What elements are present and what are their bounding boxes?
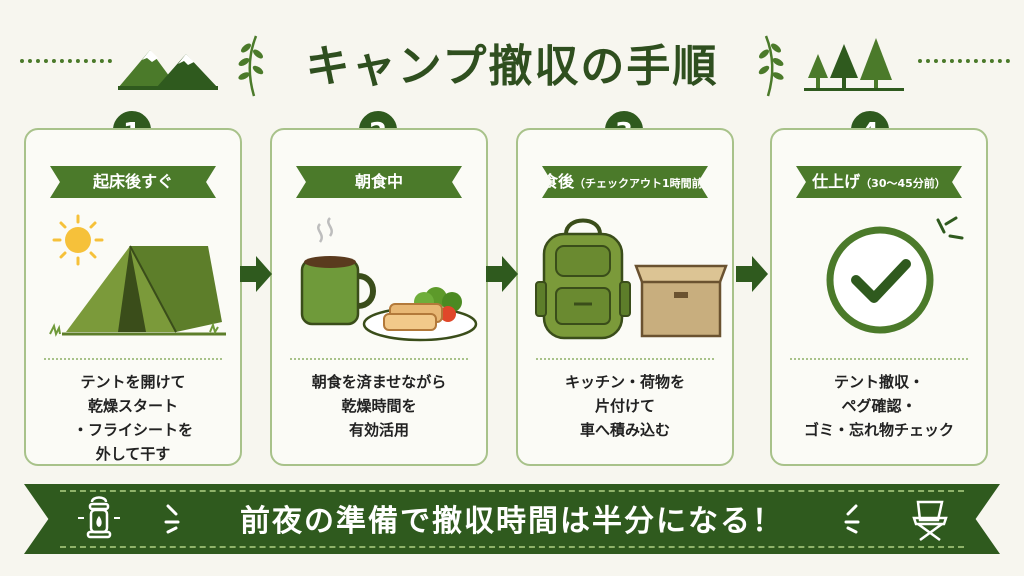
step-card-2: 朝食中 朝食を済ませながら 乾燥時間を 有効活用	[270, 128, 488, 466]
packing-scene	[535, 218, 728, 340]
banner-message: 前夜の準備で撤収時間は半分になる！	[240, 504, 784, 539]
step-description: テントを開けて 乾燥スタート ・フライシートを 外して干す	[32, 370, 234, 466]
description-line: 車へ積み込む	[579, 421, 670, 439]
sparkle-left-icon	[164, 504, 180, 534]
leaf-icon	[238, 35, 264, 97]
lantern-icon	[78, 496, 120, 539]
banner-stitch	[60, 490, 964, 548]
tent-scene	[49, 214, 226, 337]
step-description: キッチン・荷物を 片付けて 車へ積み込む	[524, 370, 726, 442]
card-divider	[290, 358, 468, 360]
card-divider	[790, 358, 968, 360]
tree-icon	[804, 38, 904, 91]
bottom-banner: 前夜の準備で撤収時間は半分になる！	[24, 484, 1000, 554]
description-line: 片付けて	[594, 397, 655, 415]
description-line: 外して干す	[95, 445, 171, 463]
description-line: ・フライシートを	[72, 421, 193, 439]
step-label-text: 食後	[542, 172, 575, 191]
description-line: キッチン・荷物を	[564, 373, 685, 391]
step-label-text: 朝食中	[354, 172, 403, 191]
coffee-mug-icon	[300, 217, 376, 326]
description-line: ゴミ・忘れ物チェック	[803, 421, 954, 439]
sparkle-right-icon	[844, 504, 860, 534]
sun-icon	[52, 214, 104, 266]
arrow-right-icon	[486, 256, 518, 292]
leaf-icon	[758, 35, 784, 97]
box-icon	[634, 264, 728, 338]
mountain-icon	[118, 50, 218, 90]
tent-icon	[49, 245, 226, 337]
step-label-note: （30〜45分前）	[860, 177, 946, 190]
description-line: 朝食を済ませながら	[311, 373, 447, 391]
step-card-3: 食後（チェックアウト1時間前） キッチン・荷物を 片付けて 車へ積み込む	[516, 128, 734, 466]
arrow-right-icon	[240, 256, 272, 292]
step-label-note: （チェックアウト1時間前）	[574, 177, 714, 190]
card-divider	[536, 358, 714, 360]
step-description: テント撤収・ ペグ確認・ ゴミ・忘れ物チェック	[778, 370, 980, 442]
description-line: 有効活用	[348, 421, 409, 439]
step-label-text: 起床後すぐ	[92, 172, 173, 191]
description-line: テントを開けて	[80, 373, 186, 391]
card-divider	[44, 358, 222, 360]
step-label: 起床後すぐ	[50, 166, 216, 198]
dotted-line-right	[918, 59, 1010, 63]
step-label-text: 仕上げ	[812, 172, 861, 191]
check-circle-icon	[826, 216, 964, 334]
arrow-right-icon	[736, 256, 768, 292]
description-line: 乾燥スタート	[87, 397, 178, 415]
step-label: 仕上げ（30〜45分前）	[796, 166, 962, 198]
check-scene	[826, 216, 964, 334]
step-label: 食後（チェックアウト1時間前）	[542, 166, 708, 198]
title-row: キャンプ撤収の手順	[0, 22, 1024, 102]
description-line: テント撤収・	[833, 373, 924, 391]
breakfast-scene	[300, 217, 478, 342]
toast-plate-icon	[362, 287, 478, 342]
camp-chair-icon	[912, 500, 948, 542]
description-line: 乾燥時間を	[341, 397, 417, 415]
dotted-line-left	[20, 59, 112, 63]
description-line: ペグ確認・	[841, 397, 917, 415]
step-card-1: 起床後すぐ テントを開けて 乾	[24, 128, 242, 466]
backpack-icon	[535, 218, 631, 340]
step-card-4: 仕上げ（30〜45分前） テント撤収・ ペグ確認・ ゴミ・忘れ物チェック	[770, 128, 988, 466]
page-title: キャンプ撤収の手順	[305, 41, 719, 92]
step-label: 朝食中	[296, 166, 462, 198]
step-description: 朝食を済ませながら 乾燥時間を 有効活用	[278, 370, 480, 442]
